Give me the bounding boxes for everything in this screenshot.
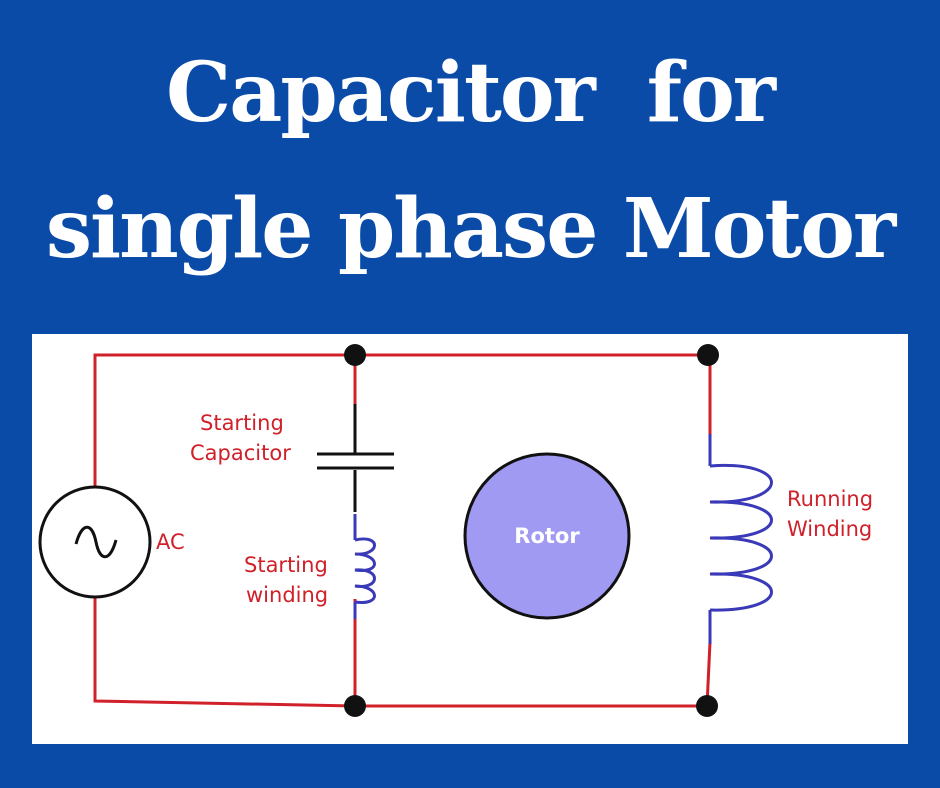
title-line-2: single phase Motor — [45, 181, 896, 277]
title-line-1: Capacitor for — [166, 45, 776, 141]
starting-capacitor-symbol — [317, 452, 394, 470]
starting-winding-label-line-2: winding — [246, 583, 328, 607]
wire-left-top — [93, 353, 355, 488]
node-bottom-right — [696, 695, 718, 717]
circuit-diagram: AC Starting Capacitor Starting winding R… — [38, 344, 873, 717]
starting-winding-label-line-1: Starting — [244, 553, 328, 577]
ac-label: AC — [156, 530, 185, 554]
starting-winding-coil — [353, 514, 376, 619]
node-top-left — [344, 344, 366, 366]
node-top-right — [697, 344, 719, 366]
capacitor-label-line-2: Capacitor — [190, 441, 291, 465]
rotor-label: Rotor — [514, 524, 580, 548]
running-winding-coil — [708, 434, 773, 644]
ac-sine-icon — [74, 525, 118, 559]
running-winding-label-line-1: Running — [787, 487, 873, 511]
running-winding-label-line-2: Winding — [787, 517, 872, 541]
node-bottom-left — [344, 695, 366, 717]
junction-nodes — [344, 344, 719, 717]
capacitor-label-line-1: Starting — [200, 411, 284, 435]
wire-left-bottom — [93, 598, 356, 708]
rotor — [463, 452, 631, 620]
circuit-diagram-panel: AC Starting Capacitor Starting winding R… — [32, 334, 908, 744]
